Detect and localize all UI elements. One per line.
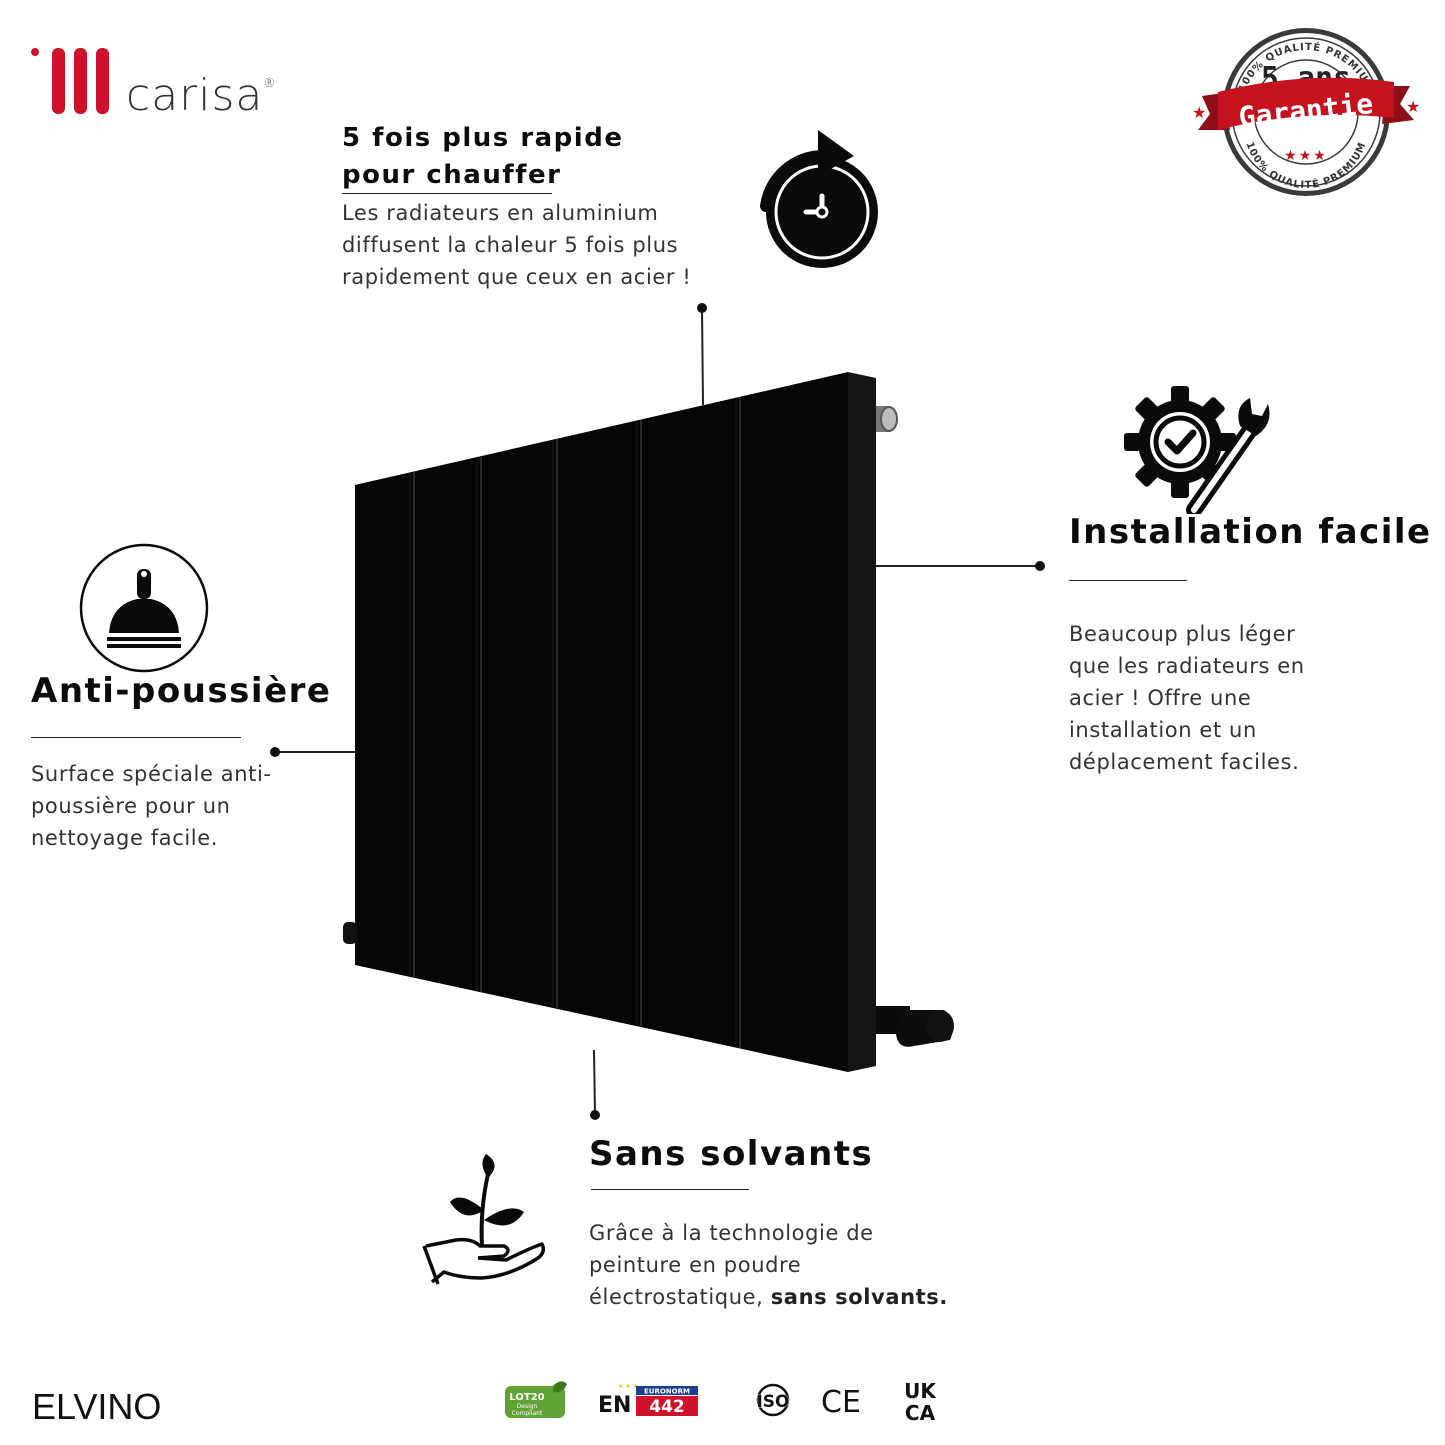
plant-in-hand-icon bbox=[422, 1154, 546, 1285]
en442-badge: ★★★ EN EURONORM 442 bbox=[598, 1383, 698, 1418]
rapid-heat-title: 5 fois plus rapide pour chauffer bbox=[342, 123, 624, 190]
lot20-badge: LOT20 Design Compliant bbox=[505, 1381, 567, 1418]
install-title: Installation facile bbox=[1069, 512, 1432, 552]
carisa-logo-mark bbox=[31, 48, 109, 114]
rapid-heat-divider bbox=[342, 193, 552, 194]
rapid-heat-description: Les radiateurs en aluminium diffusent la… bbox=[342, 201, 692, 289]
iso-badge: ISO bbox=[756, 1383, 790, 1417]
warranty-badge: 100% QUALITÉ PREMIUM 100% QUALITÉ PREMIU… bbox=[1192, 28, 1420, 196]
anti-dust-description: Surface spéciale anti- poussière pour un… bbox=[31, 762, 272, 850]
svg-text:EN: EN bbox=[598, 1393, 631, 1418]
solvent-free-title: Sans solvants bbox=[589, 1134, 874, 1174]
svg-text:ISO: ISO bbox=[756, 1392, 789, 1412]
svg-text:EURONORM: EURONORM bbox=[644, 1388, 690, 1396]
svg-text:CA: CA bbox=[905, 1401, 936, 1424]
product-name: ELVINO bbox=[32, 1386, 162, 1427]
radiator-product-image bbox=[343, 372, 954, 1072]
svg-text:LOT20: LOT20 bbox=[509, 1392, 544, 1403]
gear-wrench-check-icon bbox=[1124, 386, 1270, 514]
fast-heat-clock-icon bbox=[760, 130, 878, 268]
anti-dust-title: Anti-poussière bbox=[31, 671, 332, 711]
duster-icon bbox=[79, 543, 209, 673]
ce-mark: CE bbox=[821, 1385, 861, 1420]
ukca-mark: UK CA bbox=[904, 1379, 937, 1424]
svg-text:Design: Design bbox=[517, 1403, 538, 1410]
solvent-free-divider bbox=[591, 1189, 749, 1190]
svg-text:★★★: ★★★ bbox=[618, 1383, 640, 1390]
anti-dust-divider bbox=[31, 737, 241, 738]
svg-text:UK: UK bbox=[904, 1379, 937, 1403]
star-icon: ★ bbox=[1192, 103, 1206, 122]
install-description: Beaucoup plus léger que les radiateurs e… bbox=[1069, 622, 1305, 774]
brand-name: carisa® bbox=[126, 70, 277, 121]
solvent-free-description: Grâce à la technologie de peinture en po… bbox=[589, 1221, 948, 1309]
svg-text:Compliant: Compliant bbox=[512, 1410, 543, 1417]
star-icon: ★★★ bbox=[1284, 148, 1328, 164]
star-icon: ★ bbox=[1406, 97, 1420, 116]
svg-text:442: 442 bbox=[649, 1397, 685, 1417]
svg-text:CE: CE bbox=[821, 1385, 861, 1420]
install-divider bbox=[1069, 580, 1187, 581]
